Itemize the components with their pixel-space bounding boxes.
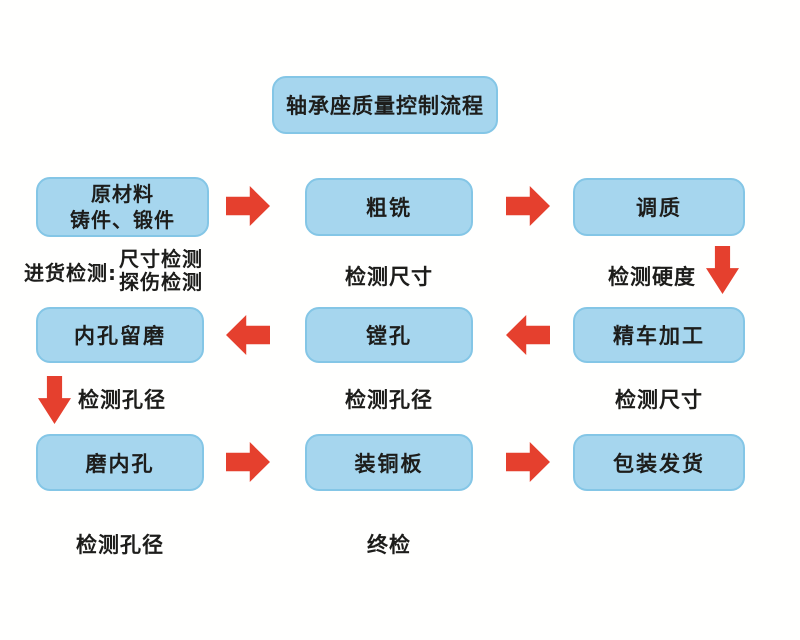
process-box-raw-material: 原材料 铸件、锻件	[36, 177, 209, 237]
arrow-right-icon	[226, 186, 270, 226]
process-box-tempering: 调质	[573, 178, 745, 236]
process-box-raw-material-line1: 原材料	[91, 182, 154, 206]
arrow-down-icon	[706, 246, 739, 294]
process-box-inner-hole-grinding-allowance: 内孔留磨	[36, 307, 204, 363]
arrow-right-icon	[506, 186, 550, 226]
caption-inspect-dimensions-2: 检测尺寸	[615, 388, 703, 412]
process-box-grind-inner-hole: 磨内孔	[36, 434, 204, 491]
arrow-left-icon	[226, 315, 270, 355]
process-box-packing-shipping: 包装发货	[573, 434, 745, 491]
caption-incoming-inspection-label: 进货检测:	[24, 260, 117, 285]
process-box-boring: 镗孔	[305, 307, 473, 363]
arrow-right-icon	[226, 442, 270, 482]
process-box-fine-turning: 精车加工	[573, 307, 745, 363]
process-box-raw-material-line2: 铸件、锻件	[70, 208, 175, 232]
flow-title: 轴承座质量控制流程	[272, 76, 498, 134]
caption-inspect-hardness: 检测硬度	[608, 265, 696, 289]
caption-inspect-hole-diameter-bottom: 检测孔径	[76, 533, 164, 557]
caption-final-inspection: 终检	[367, 533, 411, 557]
caption-incoming-inspection-item2: 探伤检测	[119, 270, 203, 294]
arrow-left-icon	[506, 315, 550, 355]
caption-inspect-dimensions-1: 检测尺寸	[345, 265, 433, 289]
process-box-install-copper-plate: 装铜板	[305, 434, 473, 491]
process-box-rough-milling: 粗铣	[305, 178, 473, 236]
caption-inspect-hole-diameter-left: 检测孔径	[78, 388, 166, 412]
arrow-right-icon	[506, 442, 550, 482]
arrow-down-icon	[38, 376, 71, 424]
caption-incoming-inspection: 进货检测: 尺寸检测 探伤检测	[24, 248, 203, 294]
caption-incoming-inspection-item1: 尺寸检测	[119, 247, 203, 271]
caption-inspect-hole-diameter-mid: 检测孔径	[345, 388, 433, 412]
